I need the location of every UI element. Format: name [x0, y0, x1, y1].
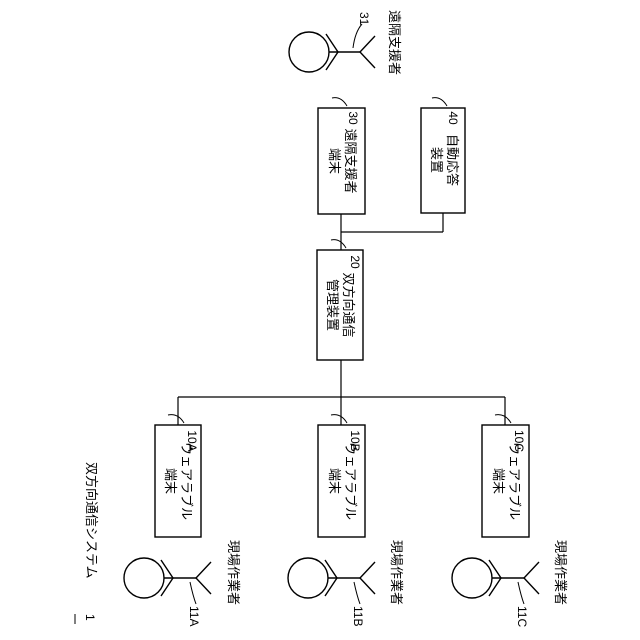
- field-worker-b-figure: 11B 現場作業者: [288, 540, 404, 626]
- worker-b-label: 現場作業者: [388, 540, 404, 605]
- remote-supporter-terminal: 遠隔支援者 端末 30: [318, 98, 365, 214]
- wearable-10c-label-line2: 端末: [490, 468, 505, 494]
- manager-label-line1: 双方向通信: [340, 272, 356, 337]
- auto-responder-label-line2: 装置: [428, 147, 443, 173]
- wearable-10b-label-line1: ウェアラブル: [342, 442, 358, 520]
- ref-leader-11a: [190, 582, 196, 604]
- ref-20: 20: [348, 255, 362, 269]
- auto-responder-label-line1: 自動応答: [444, 134, 460, 186]
- ref-leader-31: [353, 24, 362, 48]
- ref-11c: 11C: [515, 606, 529, 627]
- person-head: [452, 558, 492, 598]
- ref-11a: 11A: [187, 606, 201, 626]
- ref-40: 40: [446, 111, 460, 125]
- person-head: [288, 558, 328, 598]
- wearable-terminal-10a: ウェアラブル 端末 10A: [155, 415, 201, 537]
- ref-30: 30: [346, 111, 360, 125]
- worker-c-label: 現場作業者: [552, 540, 568, 605]
- ref-leader-10c: [495, 415, 511, 423]
- ref-leader-11b: [354, 582, 360, 604]
- ref-leader-30: [332, 98, 347, 106]
- person-head: [124, 558, 164, 598]
- ref-leader-10b: [331, 415, 347, 423]
- ref-11b: 11B: [351, 606, 365, 626]
- ref-leader-10a: [168, 415, 184, 423]
- wearable-10c-label-line1: ウェアラブル: [506, 442, 522, 520]
- wearable-10a-label-line1: ウェアラブル: [178, 442, 194, 520]
- system-title: 双方向通信システム: [83, 462, 99, 579]
- field-worker-a-figure: 11A 現場作業者: [124, 540, 241, 626]
- field-worker-c-figure: 11C 現場作業者: [452, 540, 568, 627]
- ref-leader-20: [331, 240, 346, 248]
- remote-terminal-label-line1: 遠隔支援者: [342, 128, 357, 193]
- worker-a-label: 現場作業者: [225, 540, 241, 605]
- person-head: [289, 32, 329, 72]
- wearable-10b-label-line2: 端末: [326, 468, 341, 494]
- remote-supporter-figure: 31 遠隔支援者: [289, 10, 401, 75]
- ref-leader-11c: [518, 582, 524, 604]
- wearable-10a-label-line2: 端末: [162, 468, 177, 494]
- ref-31: 31: [357, 12, 371, 26]
- ref-10a: 10A: [185, 430, 199, 451]
- wearable-terminal-10b: ウェアラブル 端末 10B: [318, 415, 365, 537]
- system-number: 1: [83, 614, 97, 621]
- ref-leader-40: [432, 98, 447, 106]
- auto-responder-device: 自動応答 装置 40: [421, 98, 465, 213]
- wearable-terminal-10c: ウェアラブル 端末 10C: [482, 415, 529, 537]
- remote-terminal-label-line2: 端末: [326, 148, 341, 174]
- ref-10b: 10B: [348, 430, 362, 451]
- system-caption: 双方向通信システム 1: [75, 462, 99, 624]
- bidirectional-manager: 双方向通信 管理装置 20: [317, 240, 363, 360]
- remote-supporter-label: 遠隔支援者: [386, 10, 401, 75]
- manager-label-line2: 管理装置: [324, 279, 339, 331]
- ref-10c: 10C: [512, 430, 526, 452]
